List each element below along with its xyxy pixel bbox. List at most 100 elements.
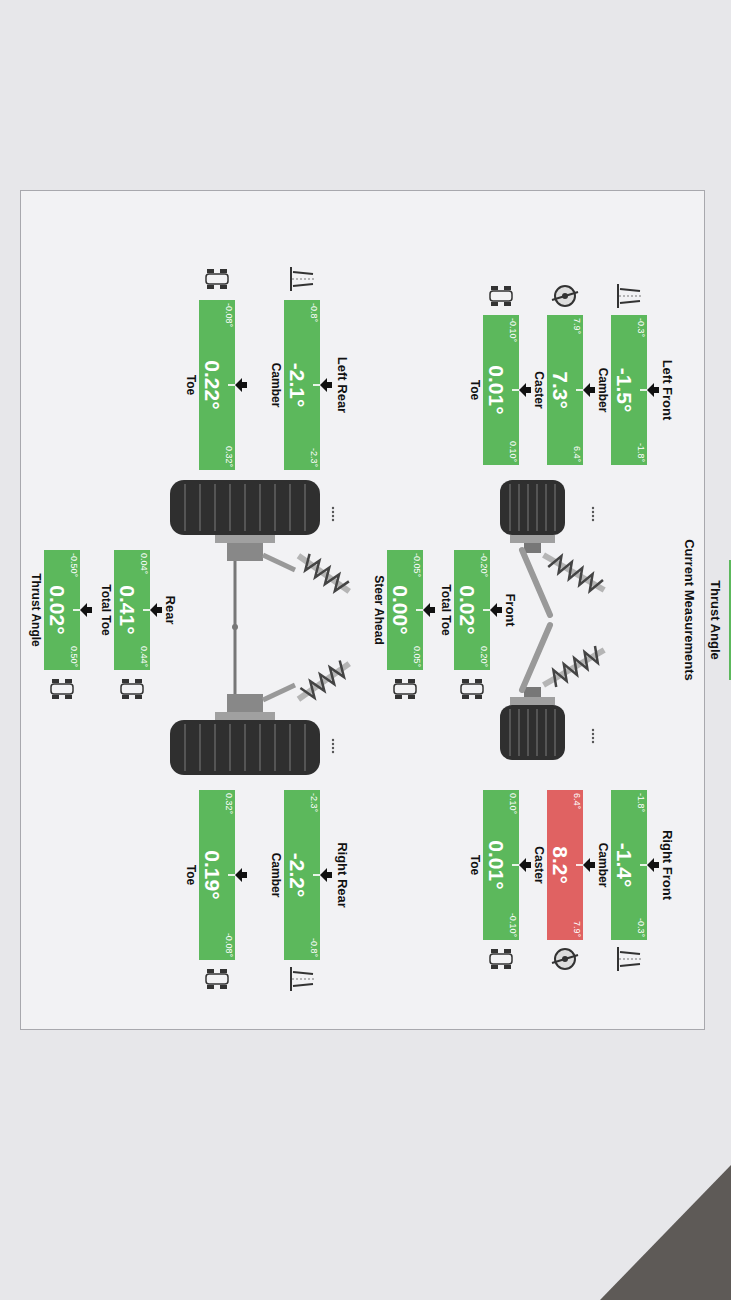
gauge-caption: Caster <box>531 790 546 940</box>
pointer-arrow <box>320 867 332 883</box>
gauge-bar: 0.32°-0.08°0.19° <box>199 790 235 960</box>
range-max: 0.10° <box>508 441 518 462</box>
range-max: -0.3° <box>636 918 646 937</box>
range-min: -0.08° <box>224 303 234 327</box>
group-label: Left Rear <box>334 357 350 413</box>
pointer-arrow <box>583 857 595 873</box>
gauge: 6.4°7.9°8.2°Caster <box>531 790 595 940</box>
measured-value: -1.5° <box>612 315 636 465</box>
gauge-bar: 7.9° 6.4°7.3° <box>547 315 583 465</box>
gauge-caption: Toe <box>183 790 198 960</box>
wheel-dots <box>332 507 594 753</box>
pointer-arrow <box>647 382 659 398</box>
gauge-bar: 0.04° 0.44°0.41° <box>114 550 150 670</box>
gauge-title: Front <box>502 550 518 670</box>
range-min: -0.10° <box>508 318 518 342</box>
range-min: 0.10° <box>508 793 518 814</box>
range-min: -0.50° <box>69 553 79 577</box>
gauge-bar-out-of-range: 6.4°7.9°8.2° <box>547 790 583 940</box>
front-left-wheel <box>500 480 565 553</box>
gauge-caption: Camber <box>595 315 610 465</box>
gauge: -0.8°-2.3°-2.1°Camber <box>268 300 332 470</box>
range-max: 0.44° <box>139 646 149 667</box>
pointer-arrow <box>490 602 502 618</box>
measured-value: -2.2° <box>285 790 309 960</box>
range-max: 0.32° <box>224 446 234 467</box>
range-min: 0.04° <box>139 553 149 574</box>
front-suspension <box>522 548 608 692</box>
gauge-bar: -0.08° 0.32°0.22° <box>199 300 235 470</box>
scale-tick <box>640 389 647 391</box>
gauge-icons <box>51 267 641 991</box>
range-min: -0.05° <box>412 553 422 577</box>
gauge: -1.8°-0.3°-1.4°Camber <box>595 790 659 940</box>
measured-value: 7.3° <box>548 315 572 465</box>
group-label: Left Front <box>659 360 675 421</box>
range-min: 7.9° <box>572 318 582 334</box>
printout-panel: Current Measurements Thrust Angle Left Fro… <box>20 190 705 1030</box>
gauge-bar: -0.20°0.20°0.02° <box>454 550 490 670</box>
group-label: Right Rear <box>334 842 350 908</box>
pointer-arrow <box>423 602 435 618</box>
pointer-arrow <box>235 377 247 393</box>
measured-value: 0.01° <box>484 315 508 465</box>
measured-value: 0.41° <box>115 550 139 670</box>
range-min: -2.3° <box>309 793 319 812</box>
pointer-arrow <box>150 602 162 618</box>
gauge: -0.50°0.50°0.02°Thrust Angle <box>28 550 92 670</box>
gauge-bar: 0.10° -0.10°0.01° <box>483 790 519 940</box>
panel-border <box>21 191 705 1030</box>
measured-value: 0.02° <box>45 550 69 670</box>
range-min: 0.32° <box>224 793 234 814</box>
range-min: -0.20° <box>479 553 489 577</box>
front-right-wheel <box>500 687 565 760</box>
gauge-bar: -0.3°-1.8°-1.5° <box>611 315 647 465</box>
range-min: -1.8° <box>636 793 646 812</box>
gauge-caption: Thrust Angle <box>28 550 43 670</box>
gauge: -0.3°-1.8°-1.5°Camber <box>595 315 659 465</box>
measured-value: 0.02° <box>455 550 479 670</box>
scale-tick <box>228 384 235 386</box>
gauge-caption: Toe <box>467 790 482 940</box>
pointer-arrow <box>80 602 92 618</box>
scale-tick <box>576 864 583 866</box>
table-corner <box>600 1165 731 1300</box>
gauge: Front-0.20°0.20°0.02°Total Toe <box>438 550 518 670</box>
scale-tick <box>313 384 320 386</box>
gauge-bar: -0.50°0.50°0.02° <box>44 550 80 670</box>
scale-tick <box>640 864 647 866</box>
measured-value: 0.01° <box>484 790 508 940</box>
pointer-arrow <box>320 377 332 393</box>
gauge-bar: -0.10° 0.10°0.01° <box>483 315 519 465</box>
gauge: 7.9°6.4°7.3°Caster <box>531 315 595 465</box>
rear-right-wheel <box>170 694 320 775</box>
range-max: 0.05° <box>412 646 422 667</box>
measured-value: -1.4° <box>612 790 636 940</box>
measured-value: 0.22° <box>200 300 224 470</box>
range-max: 6.4° <box>572 446 582 462</box>
measured-value: 8.2° <box>548 790 572 940</box>
partial-gauge <box>729 560 731 680</box>
scale-tick <box>143 609 150 611</box>
group-label: Thrust Angle <box>707 580 723 660</box>
gauge-caption: Total Toe <box>98 550 113 670</box>
pointer-arrow <box>519 857 531 873</box>
pointer-arrow <box>647 857 659 873</box>
panel-title: Current Measurements <box>681 539 697 681</box>
scale-tick <box>313 874 320 876</box>
range-max: -0.10° <box>508 913 518 937</box>
rear-left-wheel <box>170 480 320 561</box>
gauge: 0.32°-0.08°0.19°Toe <box>183 790 247 960</box>
gauge-caption: Toe <box>183 300 198 470</box>
scale-tick <box>73 609 80 611</box>
group-label: Right Front <box>659 830 675 900</box>
gauge: -0.05°0.05°0.00°Steer Ahead <box>371 550 435 670</box>
gauge-title: Rear <box>162 550 178 670</box>
scale-tick <box>512 389 519 391</box>
scale-tick <box>416 609 423 611</box>
range-max: -0.08° <box>224 933 234 957</box>
scale-tick <box>228 874 235 876</box>
gauge-caption: Steer Ahead <box>371 550 386 670</box>
scale-tick <box>576 389 583 391</box>
pointer-arrow <box>519 382 531 398</box>
